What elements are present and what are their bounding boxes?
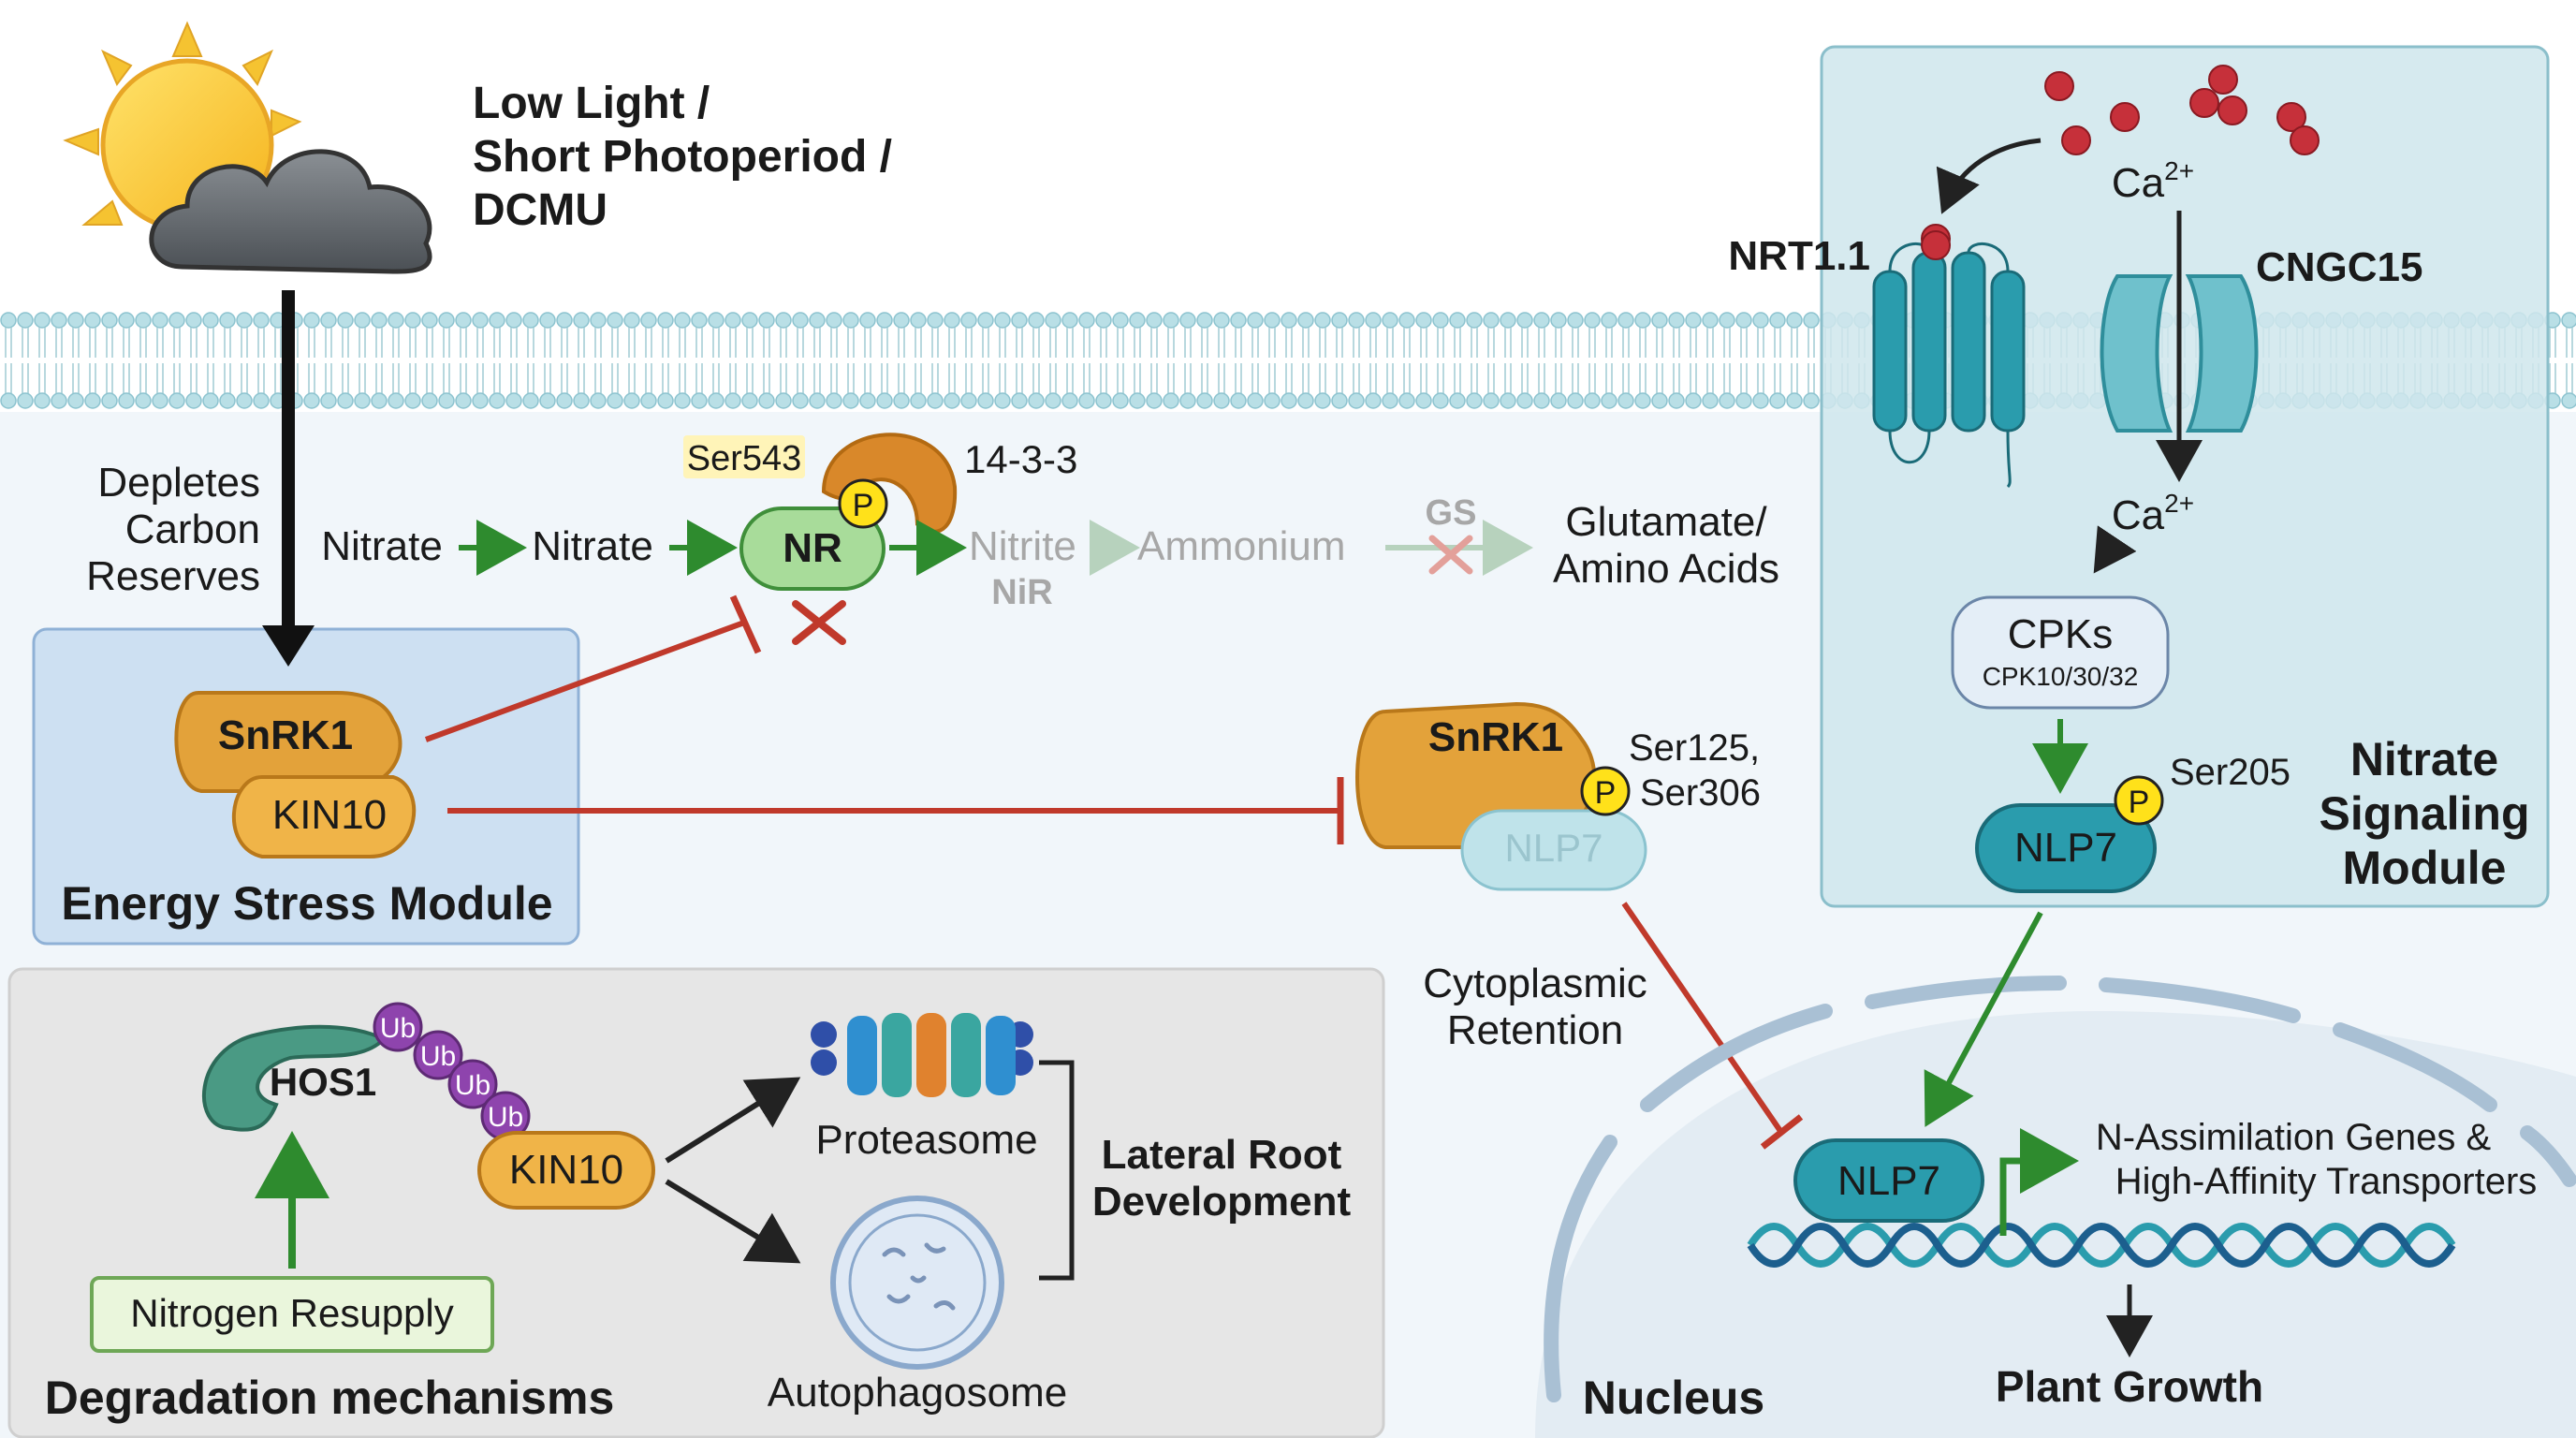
stress-label-line1: Low Light / — [473, 79, 710, 128]
nitrite-label: Nitrite — [969, 523, 1076, 569]
ser543-label: Ser543 — [687, 439, 802, 478]
retention-inhibition-bar — [1760, 1114, 1804, 1150]
nlp7-nuclear-shape — [1793, 1138, 1984, 1223]
ser205-label: Ser205 — [2170, 752, 2291, 793]
retention-line1: Cytoplasmic — [1423, 961, 1647, 1006]
nitrate-2: Nitrate — [532, 523, 653, 569]
nr-blocked-x-icon — [792, 600, 846, 645]
phospho-nlp7-cyto-label: P — [1595, 775, 1617, 811]
degradation-title: Degradation mechanisms — [45, 1372, 615, 1424]
ser306-label: Ser306 — [1640, 772, 1761, 814]
ser543-highlight — [683, 435, 805, 478]
nitrate-module-title1: Nitrate — [2350, 733, 2498, 785]
glutamate-line1: Glutamate/ — [1565, 499, 1767, 545]
glutamate-line2: Amino Acids — [1553, 546, 1779, 592]
nitrogen-resupply-box — [90, 1276, 494, 1353]
phospho-nlp7-activated-label: P — [2129, 785, 2150, 820]
ub-2: Ub — [420, 1041, 456, 1072]
genes-line2: High-Affinity Transporters — [2115, 1161, 2538, 1202]
cpks-label: CPKs — [2008, 611, 2113, 657]
nitrate-1: Nitrate — [321, 523, 443, 569]
gs-label: GS — [1426, 493, 1477, 533]
arrow-to-proteasome — [665, 1077, 801, 1164]
phospho-nr-label: P — [853, 488, 874, 523]
nitrate-module-title2: Signaling — [2320, 787, 2530, 840]
energy-module-title: Energy Stress Module — [61, 877, 552, 930]
retention-inhibits-nuclear-nlp7 — [1621, 902, 1783, 1133]
protein-14-3-3-label: 14-3-3 — [964, 437, 1077, 481]
plant-growth-label: Plant Growth — [1996, 1362, 2263, 1411]
depletes-line2: Carbon — [125, 506, 260, 552]
hos1-shape — [202, 1024, 388, 1132]
phospho-nr-badge — [838, 478, 888, 529]
lateral-root-line2: Development — [1092, 1179, 1352, 1225]
ca-top-label: Ca2+ — [2112, 156, 2194, 206]
hos1-label: HOS1 — [270, 1060, 376, 1104]
cngc15-label: CNGC15 — [2256, 244, 2423, 290]
nlp7-cyto-label: NLP7 — [1504, 826, 1603, 870]
transcription-start-arrow — [1999, 1128, 2079, 1236]
arrow-ca-to-cpks — [2093, 525, 2137, 574]
ub-1: Ub — [380, 1013, 416, 1044]
nlp7-activated-label: NLP7 — [2014, 825, 2117, 871]
kin10-degradation-label: KIN10 — [509, 1147, 623, 1193]
ammonium-label: Ammonium — [1137, 523, 1346, 569]
nlp7-activated-shape — [1975, 803, 2157, 893]
ser125-label: Ser125, — [1629, 727, 1760, 769]
snrk1-inhibits-nr-bar — [729, 594, 762, 654]
ubiquitin-chain — [373, 1002, 531, 1141]
nrt11-label: NRT1.1 — [1728, 233, 1870, 279]
stress-label-line2: Short Photoperiod / — [473, 132, 892, 182]
nr-label: NR — [783, 525, 842, 571]
dna-helix — [1747, 1223, 2456, 1268]
autophagosome-icon — [830, 1196, 1004, 1370]
arrow-to-autophagosome — [665, 1179, 801, 1264]
snrk1-kin10-complex — [174, 691, 417, 858]
arrow-nitrate-to-nrt11 — [1936, 138, 2042, 214]
stress-arrow-head — [262, 625, 315, 667]
nrt11-transporter — [1872, 242, 2026, 489]
proteasome-icon — [811, 1013, 1033, 1097]
autophagosome-label: Autophagosome — [768, 1370, 1067, 1416]
cpks-box — [1951, 595, 2170, 710]
cngc15-channel — [2100, 274, 2259, 433]
genes-line1: N-Assimilation Genes & — [2096, 1117, 2492, 1158]
kin10-degradation-shape — [477, 1131, 655, 1210]
retention-line2: Retention — [1447, 1007, 1623, 1053]
nitrogen-resupply-label: Nitrogen Resupply — [130, 1291, 454, 1335]
snrk1-label: SnRK1 — [218, 712, 353, 758]
cloud-icon — [149, 149, 432, 274]
ub-3: Ub — [455, 1070, 490, 1101]
kin10-label: KIN10 — [272, 792, 387, 838]
nlp7-cyto-shape — [1460, 809, 1647, 891]
gs-blocked-x-icon — [1428, 535, 1473, 575]
arrow-nlp7-nuclear-import — [1924, 911, 2043, 1127]
proteasome-label: Proteasome — [815, 1117, 1037, 1163]
lateral-root-line1: Lateral Root — [1102, 1132, 1342, 1178]
bound-nitrate-ion — [1921, 230, 1951, 260]
stress-label-line3: DCMU — [473, 185, 607, 235]
ub-4: Ub — [488, 1102, 523, 1133]
nitrate-module-title3: Module — [2343, 842, 2507, 894]
cpks-sub-label: CPK10/30/32 — [1983, 662, 2139, 691]
snrk1-cyto-label: SnRK1 — [1428, 714, 1563, 760]
depletes-line3: Reserves — [86, 553, 260, 599]
snrk1-inhibits-nr — [424, 620, 746, 742]
nucleus-title: Nucleus — [1583, 1372, 1765, 1424]
nir-label: NiR — [991, 573, 1052, 612]
nuclear-envelope — [1544, 976, 2576, 1402]
nlp7-nuclear-label: NLP7 — [1837, 1158, 1940, 1204]
nr-protein — [739, 506, 886, 591]
phospho-nlp7-activated-badge — [2114, 775, 2164, 826]
lateral-root-bracket — [1039, 1060, 1075, 1281]
phospho-nlp7-cyto-badge — [1580, 766, 1631, 816]
depletes-line1: Depletes — [97, 460, 260, 506]
